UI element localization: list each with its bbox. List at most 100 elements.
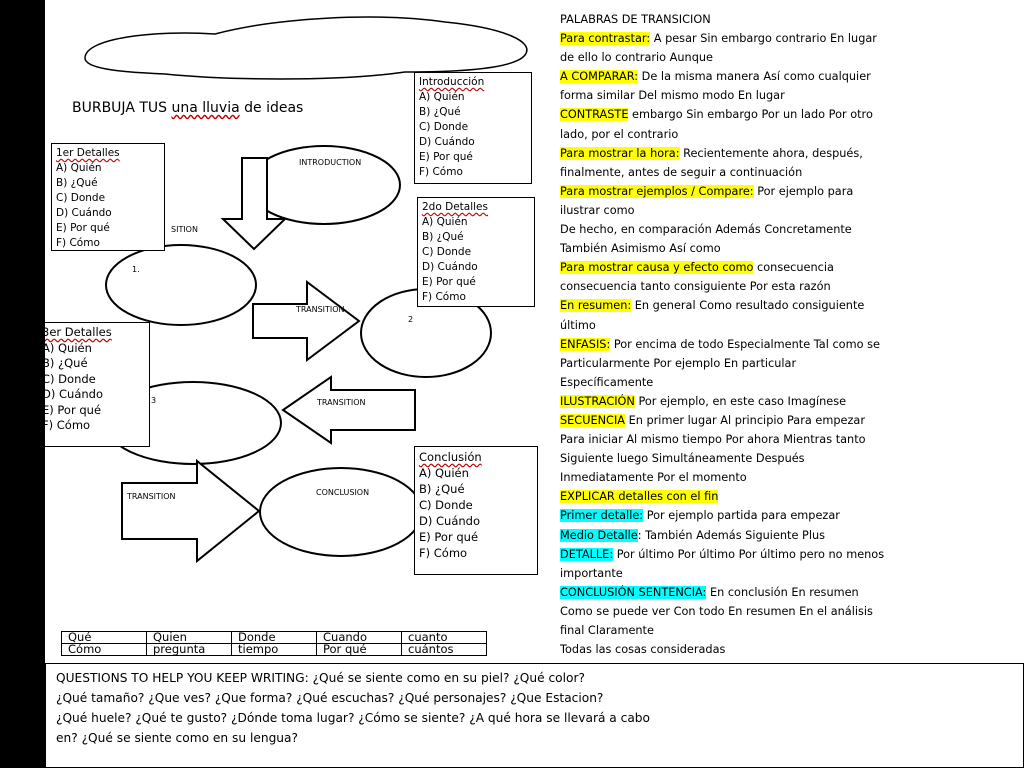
intro-box-item: F) Cómo — [419, 166, 463, 178]
d1-box-title: 1er Detalles — [56, 147, 120, 159]
transition-words: Recientemente ahora, después, — [679, 146, 863, 160]
transition-arrow-down — [220, 157, 288, 251]
transition-line: También Asimismo Así como — [560, 239, 1022, 258]
transition-line: Todas las cosas consideradas — [560, 640, 1022, 659]
transition-words: final Claramente — [560, 624, 654, 637]
transition-line: Para mostrar la hora: Recientemente ahor… — [560, 144, 1022, 163]
d1-box-item: E) Por qué — [56, 222, 110, 234]
writing-question-line: ¿Qué tamaño? ¿Que ves? ¿Que forma? ¿Qué … — [56, 691, 604, 705]
intro-box-title: Introducción — [419, 76, 485, 88]
question-word-cell: Cómo — [61, 643, 147, 656]
d2-box-item: F) Cómo — [422, 291, 466, 303]
introduction-questions-box: Introducción A) Quién B) ¿Qué C) Donde D) Cu… — [414, 72, 532, 184]
writing-question-line: ¿Qué huele? ¿Qué te gusto? ¿Dónde toma l… — [56, 711, 651, 725]
transition-words: Inmediatamente Por el momento — [560, 471, 747, 485]
heading-suffix: de ideas — [239, 100, 304, 116]
transition-category: DETALLE: — [560, 547, 614, 561]
intro-box-item: A) Quién — [419, 91, 465, 103]
d2-box-item: A) Quién — [422, 216, 468, 228]
transitions-title: PALABRAS DE TRANSICION — [560, 13, 711, 26]
question-word-cell: cuántos — [401, 643, 487, 656]
transition-category: ENFASIS: — [560, 337, 611, 351]
transition-line: consecuencia tanto consiguiente Por esta… — [560, 277, 1022, 296]
conclusion-bubble — [259, 467, 423, 557]
transition-line: De hecho, en comparación Además Concreta… — [560, 220, 1022, 239]
transition-line: Medio Detalle: También Además Siguiente … — [560, 526, 1022, 545]
transition-category: Para mostrar la hora: — [560, 146, 680, 160]
transition-line: Para contrastar: A pesar Sin embargo con… — [560, 29, 1022, 48]
transition-line: último — [560, 316, 1022, 335]
intro-box-item: C) Donde — [419, 121, 469, 133]
transition-label-2: TRANSITION — [317, 398, 366, 407]
question-word-cell: tiempo — [231, 643, 317, 656]
concl-box-item: B) ¿Qué — [419, 482, 465, 496]
bubble-number-2: 2 — [408, 315, 414, 324]
transition-words: Por ejemplo para — [753, 184, 854, 198]
transition-category: SECUENCIA — [560, 413, 626, 427]
intro-box-item: D) Cuándo — [419, 136, 475, 148]
transition-category: Medio Detalle — [560, 528, 638, 542]
transition-line: finalmente, antes de seguir a continuaci… — [560, 163, 1022, 182]
intro-box-item: E) Por qué — [419, 151, 473, 163]
transition-words: Siguiente luego Simultáneamente Después — [560, 452, 805, 466]
transition-words: También Asimismo Así como — [560, 242, 721, 256]
cloud-shape — [84, 16, 528, 80]
concl-box-item: D) Cuándo — [419, 514, 480, 528]
concl-box-item: C) Donde — [419, 498, 473, 512]
intro-box-item: B) ¿Qué — [419, 106, 461, 118]
transition-words: : También Además Siguiente Plus — [637, 528, 826, 542]
writing-questions-box: QUESTIONS TO HELP YOU KEEP WRITING: ¿Qué… — [45, 663, 1024, 768]
transition-arrow-right-1 — [252, 280, 361, 362]
concl-box-item: F) Cómo — [419, 546, 468, 560]
writing-question-line: QUESTIONS TO HELP YOU KEEP WRITING: ¿Qué… — [56, 671, 585, 685]
transition-line: Para mostrar ejemplos / Compare: Por eje… — [560, 182, 1022, 201]
transition-words: De hecho, en comparación Además Concreta… — [560, 223, 852, 237]
d1-box-item: C) Donde — [56, 192, 106, 204]
transition-category: CONCLUSIÓN SENTENCIA: — [560, 585, 707, 599]
d3-box-item: C) Donde — [45, 371, 96, 386]
conclusion-label: CONCLUSION — [316, 488, 370, 497]
question-word-cell: Por qué — [316, 643, 402, 656]
d1-box-item: B) ¿Qué — [56, 177, 98, 189]
transition-line: CONCLUSIÓN SENTENCIA: En conclusión En r… — [560, 583, 1022, 602]
d2-box-item: B) ¿Qué — [422, 231, 464, 243]
transition-words: Por ejemplo partida para empezar — [643, 509, 840, 523]
transition-line: ENFASIS: Por encima de todo Especialment… — [560, 335, 1022, 354]
d3-box-item: E) Por qué — [45, 402, 102, 417]
d3-box-title: 3er Detalles — [45, 325, 112, 339]
transition-category: En resumen: — [560, 299, 632, 313]
transition-category: Para contrastar: — [560, 32, 651, 46]
transition-arrow-left — [281, 375, 416, 445]
transition-line: de ello lo contrario Aunque — [560, 48, 1022, 67]
writing-question-line: en? ¿Qué se siente como en su lengua? — [56, 731, 298, 745]
transition-line: SECUENCIA En primer lugar Al principio P… — [560, 411, 1022, 430]
transition-category: Para mostrar ejemplos / Compare: — [560, 184, 754, 198]
concl-box-item: A) Quién — [419, 466, 469, 480]
transition-category: CONTRASTE — [560, 108, 629, 122]
transition-category: ILUSTRACIÓN — [560, 394, 635, 408]
transition-words: Por ejemplo, en este caso Imagínese — [634, 394, 847, 408]
d1-box-item: D) Cuándo — [56, 207, 112, 219]
transition-line: Para mostrar causa y efecto como consecu… — [560, 258, 1022, 277]
transition-words: Particularmente Por ejemplo En particula… — [560, 356, 797, 370]
transition-words: En primer lugar Al principio Para empeza… — [625, 413, 865, 427]
transition-line: En resumen: En general Como resultado co… — [560, 296, 1022, 315]
transition-words-panel: PALABRAS DE TRANSICION Para contrastar: A… — [560, 10, 1022, 659]
introduction-label: INTRODUCTION — [299, 158, 362, 167]
bubble-number-1: 1. — [132, 265, 140, 274]
d3-box-item: A) Quién — [45, 340, 92, 355]
transition-words: de ello lo contrario Aunque — [560, 51, 713, 65]
transition-words: En general Como resultado consiguiente — [631, 299, 865, 313]
bubble-number-3: 3 — [151, 396, 157, 405]
transition-words: último — [560, 318, 596, 332]
d3-box-item: B) ¿Qué — [45, 356, 88, 370]
heading-underlined: una lluvia — [171, 100, 240, 116]
transition-words: Por último Por último Por último pero no… — [613, 547, 885, 561]
brainstorm-heading: BURBUJA TUS una lluvia de ideas — [72, 100, 303, 116]
d3-box-item: F) Cómo — [45, 418, 91, 432]
transition-label-3: TRANSITION — [127, 492, 176, 501]
